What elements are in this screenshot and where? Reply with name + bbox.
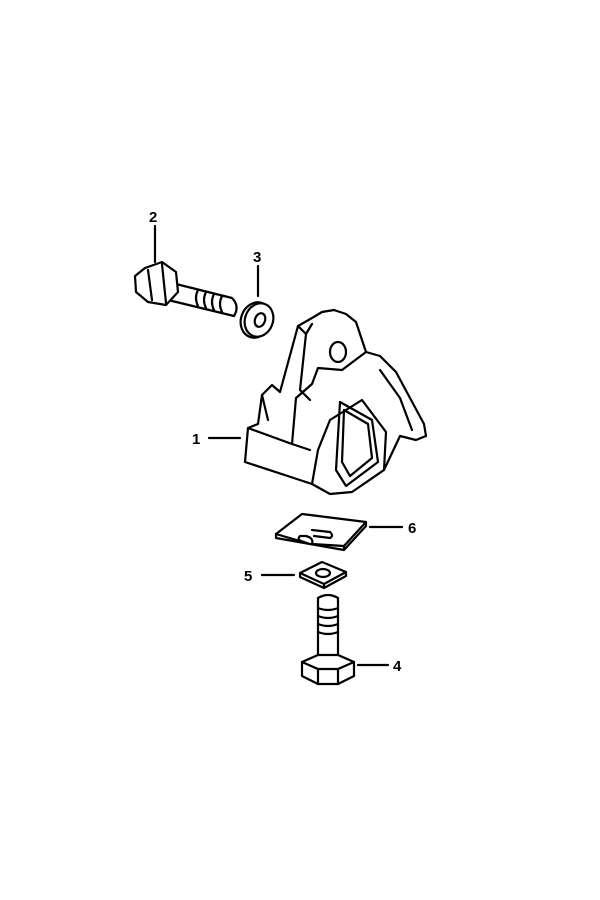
washer-3	[239, 301, 275, 339]
callout-2: 2	[149, 209, 157, 226]
engine-mount-1	[243, 308, 428, 496]
callout-3: 3	[253, 249, 261, 266]
square-washer-5	[298, 560, 348, 590]
bolt-4	[300, 593, 356, 686]
leader-lines	[153, 224, 404, 667]
callout-4: 4	[393, 658, 402, 675]
shim-plate-6	[274, 512, 368, 552]
callout-5: 5	[244, 568, 252, 585]
callout-1: 1	[192, 431, 200, 448]
callout-6: 6	[408, 520, 416, 537]
bolt-2	[133, 260, 238, 318]
